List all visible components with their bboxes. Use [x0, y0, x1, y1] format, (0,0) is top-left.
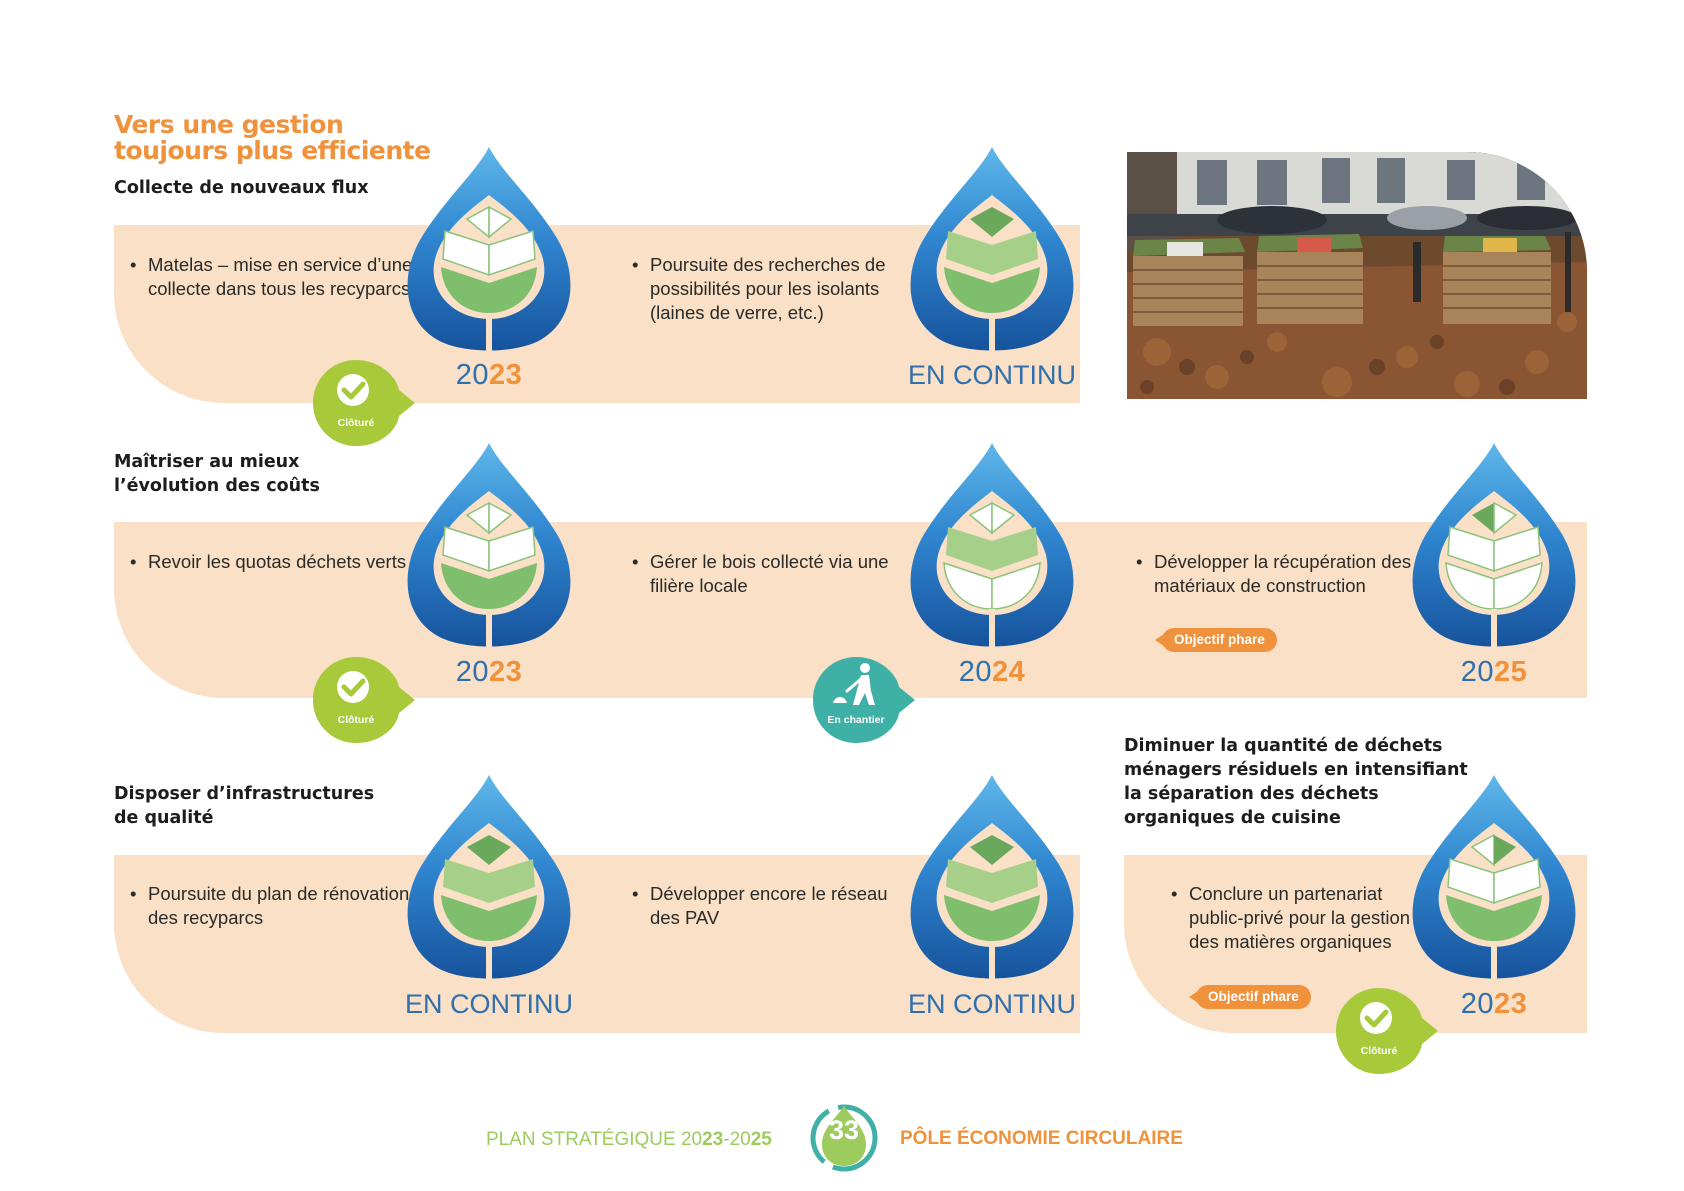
- card-text-matelas: Matelas – mise en service d’une collecte…: [130, 253, 428, 301]
- footer-pole-title: PÔLE ÉCONOMIE CIRCULAIRE: [900, 1128, 1183, 1149]
- page-number-drop-icon: [810, 1104, 878, 1172]
- objectif-phare-badge: Objectif phare: [1155, 628, 1277, 652]
- status-marker-cloture: Clôturé: [1336, 988, 1442, 1074]
- card-text-recyparcs: Poursuite du plan de rénovation des recy…: [130, 882, 418, 930]
- year-label: 2023: [455, 359, 523, 391]
- year-label: 2023: [455, 656, 523, 688]
- card-text-materiaux: Développer la récupération des matériaux…: [1136, 550, 1424, 598]
- footer-plan-title: PLAN STRATÉGIQUE 2023-2025: [486, 1129, 772, 1150]
- status-marker-cloture: Clôturé: [313, 657, 419, 743]
- photo-illustration: [1127, 152, 1587, 399]
- drop-leaf-icon: [1412, 775, 1576, 981]
- drop-leaf-icon: [407, 775, 571, 981]
- card-text-bois: Gérer le bois collecté via une filière l…: [632, 550, 920, 598]
- card-text-quotas: Revoir les quotas déchets verts: [130, 550, 418, 574]
- section-title-collecte: Collecte de nouveaux flux: [114, 178, 369, 198]
- drop-leaf-icon: [407, 147, 571, 353]
- page-number: 33: [828, 1115, 860, 1145]
- check-icon: [313, 360, 415, 446]
- period-label: EN CONTINU: [908, 989, 1076, 1019]
- drop-leaf-icon: [910, 443, 1074, 649]
- status-marker-cloture: Clôturé: [313, 360, 419, 446]
- worker-icon: [813, 657, 915, 743]
- page-title: Vers une gestion toujours plus efficient…: [114, 110, 431, 165]
- section-title-couts: Maîtriser au mieux l’évolution des coûts: [114, 452, 320, 496]
- drop-leaf-icon: [910, 775, 1074, 981]
- status-marker-en-chantier: En chantier: [813, 657, 919, 743]
- drop-leaf-icon: [1412, 443, 1576, 649]
- objectif-phare-badge: Objectif phare: [1189, 985, 1311, 1009]
- year-label: 2024: [958, 656, 1026, 688]
- period-label: EN CONTINU: [908, 360, 1076, 390]
- check-icon: [313, 657, 415, 743]
- drop-leaf-icon: [407, 443, 571, 649]
- card-text-partenariat: Conclure un partenariat public-privé pou…: [1171, 882, 1429, 954]
- year-label: 2023: [1460, 988, 1528, 1020]
- drop-leaf-icon: [910, 147, 1074, 353]
- period-label: EN CONTINU: [405, 989, 573, 1019]
- compost-bins-photo: [1127, 152, 1587, 399]
- year-label: 2025: [1460, 656, 1528, 688]
- check-icon: [1336, 988, 1438, 1074]
- card-text-pav: Développer encore le réseau des PAV: [632, 882, 920, 930]
- section-title-infra: Disposer d’infrastructures de qualité: [114, 784, 375, 828]
- card-text-isolants: Poursuite des recherches de possibilités…: [632, 253, 920, 325]
- section-title-diminuer: Diminuer la quantité de déchets ménagers…: [1124, 736, 1468, 828]
